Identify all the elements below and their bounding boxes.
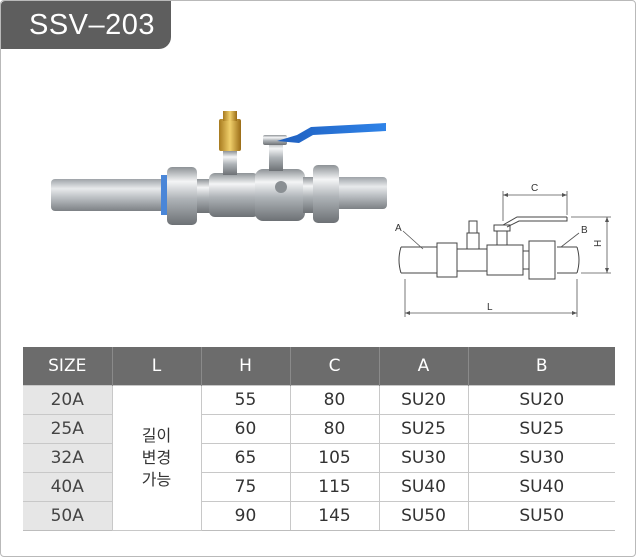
size-cell: 50A [23, 501, 113, 531]
a-cell: SU30 [378, 443, 469, 473]
length-note-line: 길이 [141, 426, 172, 445]
table-header-row: SIZE L H C A B [23, 347, 615, 386]
valve-photo [51, 111, 387, 225]
dimension-diagram: C H A B L [395, 183, 611, 317]
dim-l-label: L [487, 302, 493, 313]
c-cell: 80 [289, 385, 380, 415]
b-cell: SU20 [467, 385, 615, 415]
dim-c-label: C [531, 183, 538, 194]
dim-b-label: B [581, 225, 588, 236]
b-cell: SU40 [467, 472, 615, 502]
size-cell: 40A [23, 472, 113, 502]
size-cell: 20A [23, 385, 113, 415]
b-cell: SU30 [467, 443, 615, 473]
table-row: 25A 60 80 SU25 SU25 [23, 414, 615, 444]
table-row: 40A 75 115 SU40 SU40 [23, 472, 615, 502]
length-note-cell: 길이 변경 가능 [111, 385, 202, 531]
b-cell: SU25 [467, 414, 615, 444]
table-row: 20A 길이 변경 가능 55 80 SU20 SU20 [23, 385, 615, 531]
size-cell: 25A [23, 414, 113, 444]
h-cell: 60 [200, 414, 291, 444]
header-size: SIZE [23, 347, 112, 386]
length-note-line: 가능 [141, 470, 172, 489]
header-h: H [200, 347, 290, 386]
c-cell: 115 [289, 472, 380, 502]
header-c: C [289, 347, 379, 386]
spec-table: SIZE L H C A B 20A 길이 변경 가능 55 80 SU20 S… [23, 347, 615, 531]
a-cell: SU50 [378, 501, 469, 531]
h-cell: 75 [200, 472, 291, 502]
dim-a-label: A [395, 223, 402, 234]
a-cell: SU40 [378, 472, 469, 502]
a-cell: SU20 [378, 385, 469, 415]
h-cell: 55 [200, 385, 291, 415]
table-row: 50A 90 145 SU50 SU50 [23, 501, 615, 531]
c-cell: 80 [289, 414, 380, 444]
header-b: B [467, 347, 615, 386]
header-l: L [111, 347, 201, 386]
dim-h-label: H [593, 240, 604, 247]
h-cell: 65 [200, 443, 291, 473]
length-note-line: 변경 [141, 448, 172, 467]
a-cell: SU25 [378, 414, 469, 444]
size-cell: 32A [23, 443, 113, 473]
b-cell: SU50 [467, 501, 615, 531]
header-a: A [378, 347, 468, 386]
c-cell: 105 [289, 443, 380, 473]
table-row: 32A 65 105 SU30 SU30 [23, 443, 615, 473]
h-cell: 90 [200, 501, 291, 531]
c-cell: 145 [289, 501, 380, 531]
model-title: SSV–203 [1, 1, 171, 49]
